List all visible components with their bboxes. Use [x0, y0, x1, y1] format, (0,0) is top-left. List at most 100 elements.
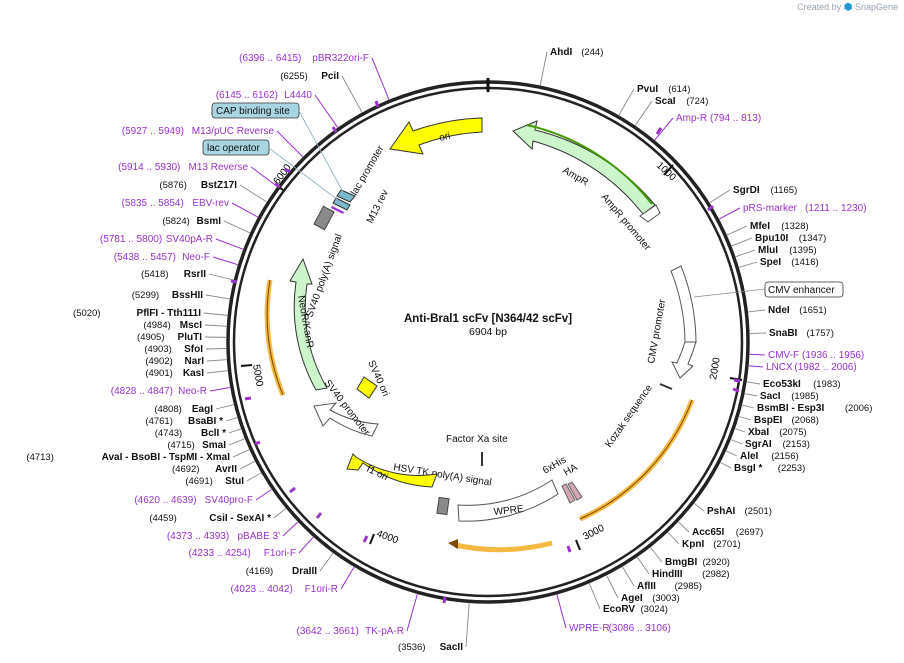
site-msci[interactable]: (4984)MscI — [143, 320, 227, 331]
site-sgrdi[interactable]: SgrDI(1165) — [709, 185, 797, 204]
site-bspei[interactable]: BspEI(2068) — [739, 415, 819, 426]
site-mlui[interactable]: MluI(1395) — [735, 245, 817, 258]
site-bsabi[interactable]: (4761)BsaBI * — [145, 416, 238, 427]
site-prs-marker[interactable]: pRS-marker(1211 .. 1230) — [719, 203, 867, 220]
site-bsgi[interactable]: BsgI *(2253) — [720, 462, 806, 474]
site-stui[interactable]: (4691)StuI — [185, 472, 262, 487]
site-hindiii[interactable]: HindIII(2982) — [637, 556, 730, 580]
site-pluti[interactable]: (4905)PluTI — [137, 332, 227, 343]
site-pbabe-3[interactable]: (4373 .. 4393)pBABE 3' — [167, 521, 299, 542]
site-position: (4692) — [172, 464, 199, 475]
ampr-promoter-arrow[interactable] — [639, 204, 661, 223]
site-bsmbi-esp3i[interactable]: BsmBI - Esp3I(2006) — [742, 403, 872, 414]
cap-binding-box — [211, 102, 300, 119]
site-rsrii[interactable]: (5418)RsrII — [141, 269, 234, 281]
site-position: (1328) — [781, 221, 808, 232]
site-bcli[interactable]: (4743)BclI * — [155, 428, 241, 439]
site-position: (4233 .. 4254) — [189, 548, 251, 559]
site-alei[interactable]: AleI(2156) — [726, 450, 799, 462]
site-mfei[interactable]: MfeI(1328) — [726, 221, 809, 236]
site-wpre-r[interactable]: WPRE-R(3086 .. 3106) — [556, 594, 671, 634]
site-kpni[interactable]: KpnI(2701) — [667, 532, 741, 550]
site-neo-f[interactable]: (5438 .. 5457)Neo-F — [114, 252, 238, 266]
leader-line — [719, 207, 741, 220]
site-xbai[interactable]: XbaI(2075) — [735, 427, 807, 438]
cmv-promoter-arrow[interactable] — [671, 341, 697, 379]
site-nari[interactable]: (4902)NarI — [145, 356, 227, 367]
site-sv40pro-f[interactable]: (4620 .. 4639)SV40pro-F — [134, 489, 272, 506]
site-l4440[interactable]: (6145 .. 6162)L4440 — [216, 90, 339, 128]
site-scai[interactable]: ScaI(724) — [635, 96, 708, 126]
neor-arrow[interactable] — [289, 257, 328, 391]
site-bsshii[interactable]: (5299)BssHII — [132, 290, 230, 301]
site-name: pBR322ori-F — [312, 53, 369, 64]
his6-mark — [561, 483, 576, 504]
ori-arrow[interactable] — [389, 117, 483, 155]
site-sacii[interactable]: (3536)SacII — [398, 603, 470, 653]
site-eco53ki[interactable]: Eco53kI(1983) — [746, 379, 841, 390]
site-ndei[interactable]: NdeI(1651) — [748, 305, 827, 316]
leader-line — [282, 521, 299, 537]
site-pbr322ori-f[interactable]: (6396 .. 6415)pBR322ori-F — [239, 53, 390, 100]
site-pshai[interactable]: PshAI(2501) — [694, 503, 772, 517]
site-neo-r[interactable]: (4828 .. 4847)Neo-R — [111, 386, 231, 397]
site-ecorv[interactable]: EcoRV(3024) — [588, 583, 668, 615]
leader-line — [735, 428, 746, 433]
site-name: SmaI — [202, 440, 226, 451]
leader-line — [206, 370, 228, 374]
site-spei[interactable]: SpeI(1416) — [739, 257, 819, 268]
leader-line — [694, 503, 705, 512]
site-eagi[interactable]: (4808)EagI — [154, 404, 234, 415]
site-f1ori-f[interactable]: (4233 .. 4254)F1ori-F — [189, 536, 314, 559]
site-position: (1347) — [799, 233, 826, 244]
leader-line — [206, 359, 227, 362]
site-sfoi[interactable]: (4903)SfoI — [144, 344, 227, 355]
site-f1ori-r[interactable]: (4023 .. 4042)F1ori-R — [231, 566, 355, 595]
site-position: (5876) — [159, 180, 186, 191]
site-sgrai[interactable]: SgrAI(2153) — [730, 439, 810, 450]
ha-mark — [567, 481, 583, 501]
site-smai[interactable]: (4715)SmaI — [167, 438, 245, 451]
site-aflii[interactable]: AflII(2985) — [622, 566, 702, 592]
site-m13-puc-reverse[interactable]: (5927 .. 5949)M13/pUC Reverse — [122, 126, 304, 158]
site-agei[interactable]: AgeI(3003) — [606, 575, 680, 604]
wpre-arrow[interactable] — [457, 479, 559, 522]
site-position: (4691) — [185, 476, 212, 487]
leader-line — [406, 594, 418, 632]
site-bpu10i[interactable]: Bpu10I(1347) — [731, 233, 827, 247]
f1-ori-arrow[interactable] — [346, 453, 438, 488]
site-acc65i[interactable]: Acc65I(2697) — [678, 521, 763, 538]
site-csii-sexai[interactable]: (4459)CsiI - SexAI * — [149, 508, 286, 524]
site-sv40pa-r[interactable]: (5781 .. 5800)SV40pA-R — [100, 234, 244, 250]
m13-rev-label: M13 rev — [365, 188, 391, 225]
leader-line — [730, 439, 743, 445]
site-cmv-f[interactable]: CMV-F(1936 .. 1956) — [749, 350, 865, 361]
site-pflfi-tth111i[interactable]: (5020)PflFI - Tth111I — [73, 308, 228, 319]
site-bsmi[interactable]: (5824)BsmI — [162, 216, 251, 234]
site-pvui[interactable]: PvuI(614) — [618, 84, 690, 116]
site-tk-pa-r[interactable]: (3642 .. 3661)TK-pA-R — [297, 594, 418, 637]
site-snabi[interactable]: SnaBI(1757) — [749, 328, 834, 339]
leader-line — [225, 417, 238, 422]
sv40-promoter-arrow[interactable] — [313, 402, 379, 437]
site-bstz17i[interactable]: (5876)BstZ17I — [159, 180, 267, 203]
site-lncx[interactable]: LNCX(1982 .. 2006) — [748, 362, 857, 373]
site-ebv-rev[interactable]: (5835 .. 5854)EBV-rev — [122, 198, 258, 218]
site-name: F1ori-R — [305, 584, 338, 595]
site-ahdi[interactable]: AhdI(244) — [539, 47, 603, 86]
cap-site-mark — [336, 189, 356, 203]
site-avai-bsobi-tspmi-xmai[interactable]: (4713)AvaI - BsoBI - TspMI - XmaI — [26, 449, 250, 463]
site-position: (2982) — [702, 569, 729, 580]
site-draiii[interactable]: (4169)DraIII — [246, 552, 334, 577]
site-m13-reverse[interactable]: (5914 .. 5930)M13 Reverse — [118, 162, 278, 187]
site-name: PluTI — [178, 332, 203, 343]
cmv-enhancer-arrow[interactable] — [670, 265, 697, 343]
site-pcii[interactable]: (6255)PciI — [280, 71, 363, 113]
site-kasi[interactable]: (4901)KasI — [145, 368, 228, 379]
site-bmgbi[interactable]: BmgBI(2920) — [650, 547, 730, 568]
site-position: (2501) — [745, 506, 772, 517]
site-saci[interactable]: SacI(1985) — [744, 391, 819, 402]
site-amp-r[interactable]: Amp-R(794 .. 813) — [654, 113, 761, 141]
leader-line — [341, 75, 363, 113]
site-avrii[interactable]: (4692)AvrII — [172, 461, 256, 475]
